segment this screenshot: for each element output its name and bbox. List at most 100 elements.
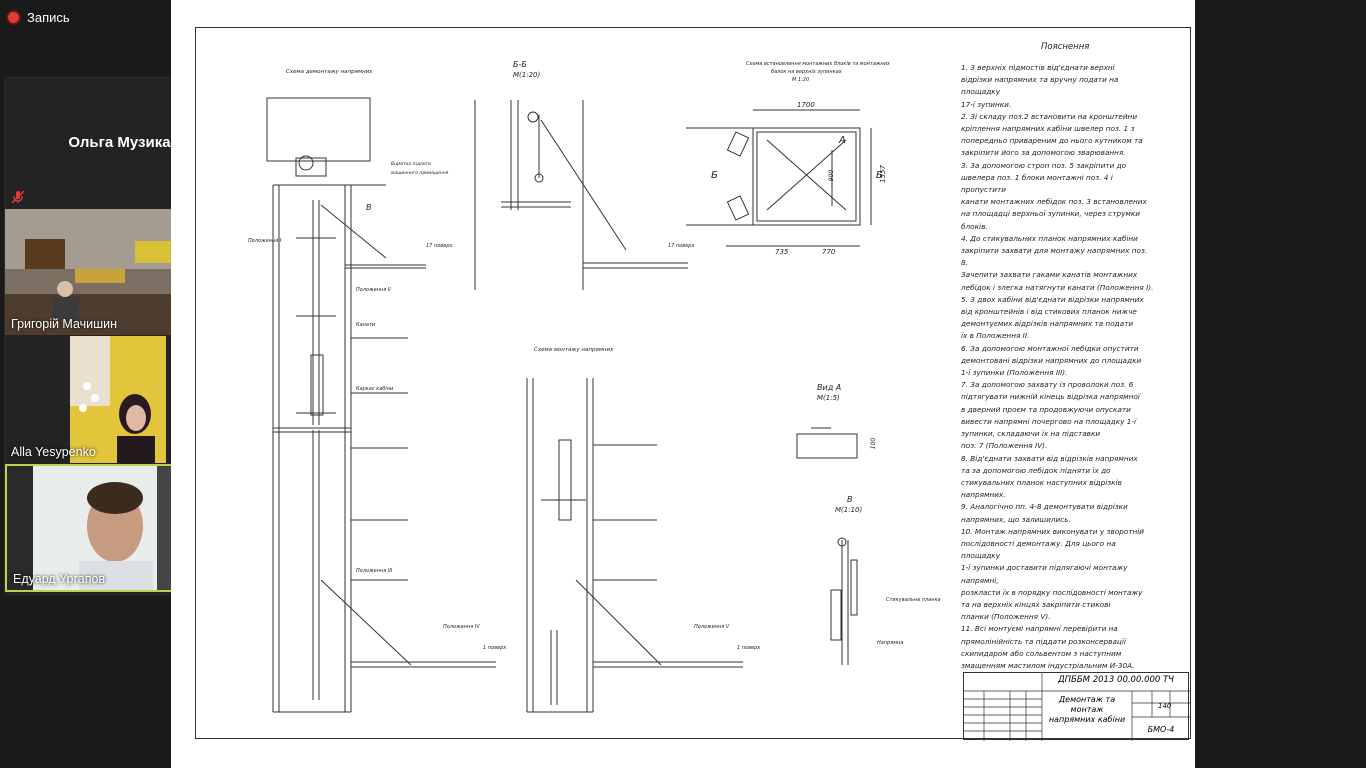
title-block-grid — [964, 673, 1190, 741]
note-line: змащенням мастилом індустріальним И-30А. — [961, 660, 1135, 670]
note-line: зупинки, складаючи їх на підставки — [961, 429, 1101, 439]
note-line: демонтуємих відрізків напрямних та подат… — [961, 319, 1134, 329]
notes-list: 1. З верхніх підмостів від'єднати верхні… — [961, 62, 1156, 672]
label: Стикувальна планка — [886, 597, 941, 603]
note-line: кріплення напрямних кабіни швелер поз. 1… — [961, 124, 1135, 134]
note-line: поз. 7 (Положення IV). — [961, 441, 1048, 451]
label: Каркас кабіни — [356, 386, 394, 392]
label: Положення V — [694, 624, 730, 630]
caption: Схема монтажу напрямних — [534, 347, 614, 353]
label: Б — [876, 170, 883, 181]
recording-indicator: Запись — [8, 10, 70, 25]
note-line: від кронштейнів і від стикових планок ни… — [961, 307, 1137, 317]
caption: М(1:10) — [835, 506, 863, 514]
note-line: 6. За допомогою монтажної лебідки опусти… — [961, 343, 1139, 353]
technical-drawing — [266, 97, 872, 713]
label: Відмітка підлоги — [391, 162, 431, 167]
note-line: напрямних, що залишились. — [961, 514, 1071, 524]
doc-title: Демонтаж та монтаж напрямних кабіни — [1042, 695, 1132, 725]
note-line: на площадці верхньої зупинки, через стру… — [961, 209, 1141, 231]
note-line: 11. Всі монтуємі напрямні перевірити на — [961, 624, 1118, 634]
participant-name: Alla Yesypenko — [11, 445, 96, 459]
note-line: планки (Положення V). — [961, 612, 1051, 622]
dimension: 1700 — [797, 101, 815, 109]
label: 17 поверх — [668, 243, 695, 249]
note-line: та на верхніх кінцях закріпити стикові — [961, 599, 1111, 609]
label: машинного приміщення — [391, 171, 449, 176]
note-line: демонтовані відрізки напрямних до площад… — [961, 355, 1142, 365]
note-line: лебідок і злегка натягнути канати (Полож… — [961, 282, 1154, 292]
note-line: Зачепити захвати гаками канатів монтажни… — [961, 270, 1138, 280]
label: А — [839, 135, 846, 146]
note-line: їх в Положення II. — [961, 331, 1030, 341]
note-line: 1-ї зупинки (Положення III). — [961, 368, 1068, 378]
caption: М 1:20 — [792, 77, 810, 83]
dimension: 735 — [775, 248, 789, 256]
note-line: 2. Зі складу поз.2 встановити на кронште… — [961, 111, 1138, 121]
note-line: 1-ї зупинки доставити підлягаючі монтажу… — [961, 563, 1128, 585]
dimension: 770 — [822, 248, 836, 256]
note-line: в дверний проєм та продовжуючи опускати — [961, 404, 1131, 414]
caption: М(1:20) — [513, 71, 541, 79]
note-line: 5. З двох кабіни від'єднати відрізки нап… — [961, 294, 1144, 304]
note-line: 8. Від'єднати захвати від відрізків напр… — [961, 453, 1138, 463]
caption: В — [847, 495, 853, 504]
note-line: попередньо привареним до нього кутником … — [961, 136, 1143, 146]
label: Б — [711, 170, 718, 181]
doc-code: ДПББМ 2013 00.00.000 ТЧ — [1057, 675, 1175, 685]
recording-label: Запись — [27, 10, 70, 25]
shared-screen-drawing: Пояснення 1. З верхніх підмостів від'єдн… — [171, 0, 1195, 768]
drawing-frame — [195, 27, 1191, 739]
label: 1 поверх — [483, 645, 507, 651]
note-line: 7. За допомогою захвату із проволоки поз… — [961, 380, 1134, 390]
note-line: вивести напрямні почергово на площадку 1… — [961, 416, 1137, 426]
note-line: закріпити його за допомогою зварювання. — [961, 148, 1126, 158]
note-line: 9. Аналогічно пп. 4-8 демонтувати відріз… — [961, 502, 1128, 512]
notes-title: Пояснення — [1041, 42, 1090, 52]
label: Положення I — [248, 238, 282, 244]
right-background — [1195, 0, 1366, 768]
note-line: закріпити захвати для монтажу напрямних … — [961, 246, 1148, 268]
note-line: 1. З верхніх підмостів від'єднати верхні — [961, 63, 1115, 72]
note-line: підтягувати нижній кінець відрізка напря… — [961, 392, 1140, 402]
caption: М(1:5) — [817, 394, 840, 402]
mic-muted-icon — [11, 190, 25, 204]
group-code: БМО-4 — [1147, 725, 1175, 734]
title-block: ДПББМ 2013 00.00.000 ТЧ Демонтаж та монт… — [963, 672, 1190, 741]
caption: балок на верхніх зупинках — [771, 69, 842, 75]
sheet-number: 140 — [1158, 702, 1172, 710]
label: Положення II — [356, 287, 391, 293]
note-line: відрізки напрямних та вручну подати на п… — [961, 75, 1119, 97]
label: 1 поверх — [737, 645, 761, 651]
note-line: канати монтажних лебідок поз. 3 встановл… — [961, 197, 1147, 207]
label: Положення III — [356, 568, 393, 574]
label: Положення IV — [443, 624, 480, 630]
note-line: 17-ї зупинки. — [961, 99, 1012, 109]
dimension: 900 — [828, 169, 836, 182]
participant-name: Григорій Мачишин — [11, 317, 118, 331]
note-line: 10. Монтаж напрямних виконувати у зворот… — [961, 526, 1145, 536]
note-line: стикувальних планок наступних відрізків … — [961, 477, 1122, 500]
note-line: швелера поз. 1 блоки монтажні поз. 4 і п… — [961, 172, 1113, 195]
caption: Схема встановлення монтажних блоків та м… — [746, 61, 890, 67]
doc-title-line: Демонтаж та монтаж — [1058, 695, 1116, 714]
label: 17 поверх — [426, 243, 453, 249]
participant-name: Едуард Ургапов — [13, 572, 106, 586]
caption: Вид А — [817, 383, 842, 392]
note-line: 4. До стикувальних планок напрямних кабі… — [961, 233, 1138, 243]
caption: Б-Б — [513, 60, 527, 69]
label: Канати — [356, 322, 376, 328]
note-line: послідовності демонтажу. Для цього на пл… — [961, 538, 1116, 561]
note-line: розкласти їх в порядку послідовності мон… — [961, 587, 1143, 597]
record-dot-icon — [8, 12, 19, 23]
label: Напрямна — [877, 640, 904, 646]
note-line: 3. За допомогою строп поз. 5 закріпити д… — [961, 160, 1127, 170]
doc-title-line: напрямних кабіни — [1048, 715, 1126, 724]
participant-name: Ольга Музика — [68, 134, 171, 151]
caption: Схема демонтажу напрямних — [286, 69, 373, 75]
note-line: скипидаром або сольвентом з наступним — [961, 648, 1122, 658]
note-line: прямолінійність та піддати розконсерваці… — [961, 636, 1126, 646]
label: В — [366, 203, 372, 212]
dimension: 100 — [870, 437, 878, 450]
note-line: та за допомогою лебідок підняти їх до — [961, 465, 1111, 475]
